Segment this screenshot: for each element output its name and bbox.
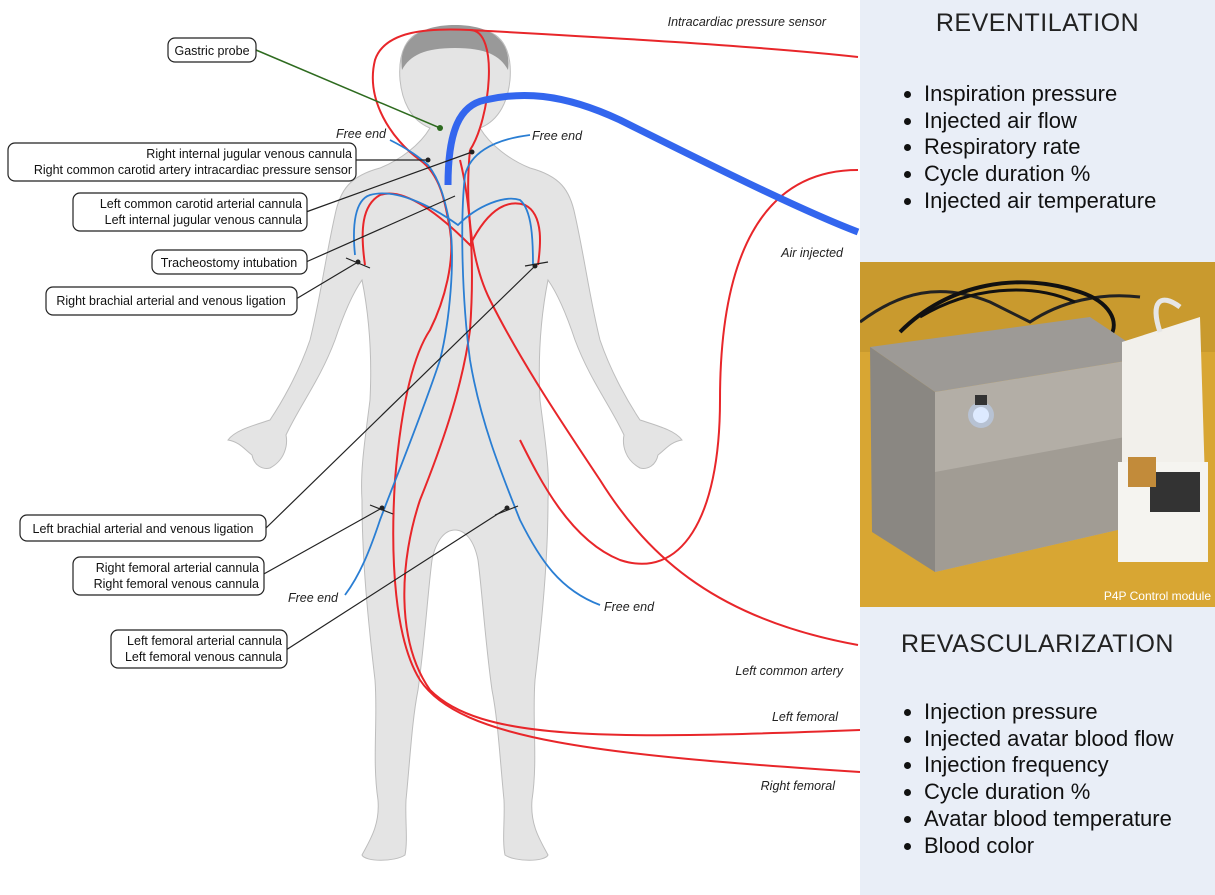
annotation-free-end-2: Free end — [532, 129, 583, 143]
photo-caption: P4P Control module — [1104, 589, 1212, 603]
revascularization-item: Injection pressure — [924, 699, 1215, 726]
revascularization-item: Injected avatar blood flow — [924, 726, 1215, 753]
reventilation-item: Respiratory rate — [924, 134, 1215, 161]
label-right-femoral-venous: Right femoral venous cannula — [94, 577, 259, 591]
label-right-brachial: Right brachial arterial and venous ligat… — [56, 294, 285, 308]
reventilation-item: Cycle duration % — [924, 161, 1215, 188]
revascularization-item: Injection frequency — [924, 752, 1215, 779]
revascularization-item: Cycle duration % — [924, 779, 1215, 806]
reventilation-item: Injected air temperature — [924, 188, 1215, 215]
label-right-cc-sensor: Right common carotid artery intracardiac… — [34, 163, 352, 177]
annotation-free-end-4: Free end — [604, 600, 655, 614]
label-left-cc: Left common carotid arterial cannula — [100, 197, 302, 211]
label-tracheostomy: Tracheostomy intubation — [161, 256, 297, 270]
revascularization-panel: REVASCULARIZATION Injection pressure Inj… — [860, 607, 1215, 895]
reventilation-title: REVENTILATION — [860, 0, 1215, 38]
control-module-photo: P4P Control module — [860, 262, 1215, 607]
annotation-air-injected: Air injected — [780, 246, 844, 260]
label-left-femoral-venous: Left femoral venous cannula — [125, 650, 282, 664]
revascularization-item: Blood color — [924, 833, 1215, 860]
reventilation-panel: REVENTILATION Inspiration pressure Injec… — [860, 0, 1215, 262]
gastric-probe-dot — [437, 125, 443, 131]
annotation-free-end-1: Free end — [336, 127, 387, 141]
annotation-free-end-3: Free end — [288, 591, 339, 605]
annotation-right-femoral: Right femoral — [761, 779, 837, 793]
annotation-left-common-artery: Left common artery — [735, 664, 843, 678]
reventilation-item: Injected air flow — [924, 108, 1215, 135]
annotation-left-femoral: Left femoral — [772, 710, 839, 724]
revascularization-title: REVASCULARIZATION — [860, 607, 1215, 659]
label-left-brachial: Left brachial arterial and venous ligati… — [33, 522, 254, 536]
label-gastric-probe: Gastric probe — [174, 44, 249, 58]
label-right-ij: Right internal jugular venous cannula — [146, 147, 352, 161]
reventilation-list: Inspiration pressure Injected air flow R… — [860, 81, 1215, 215]
revascularization-item: Avatar blood temperature — [924, 806, 1215, 833]
label-left-ij: Left internal jugular venous cannula — [105, 213, 302, 227]
revascularization-list: Injection pressure Injected avatar blood… — [860, 699, 1215, 859]
label-left-femoral-arterial: Left femoral arterial cannula — [127, 634, 282, 648]
annotation-intracardiac: Intracardiac pressure sensor — [668, 15, 827, 29]
label-right-femoral-arterial: Right femoral arterial cannula — [96, 561, 259, 575]
reventilation-item: Inspiration pressure — [924, 81, 1215, 108]
